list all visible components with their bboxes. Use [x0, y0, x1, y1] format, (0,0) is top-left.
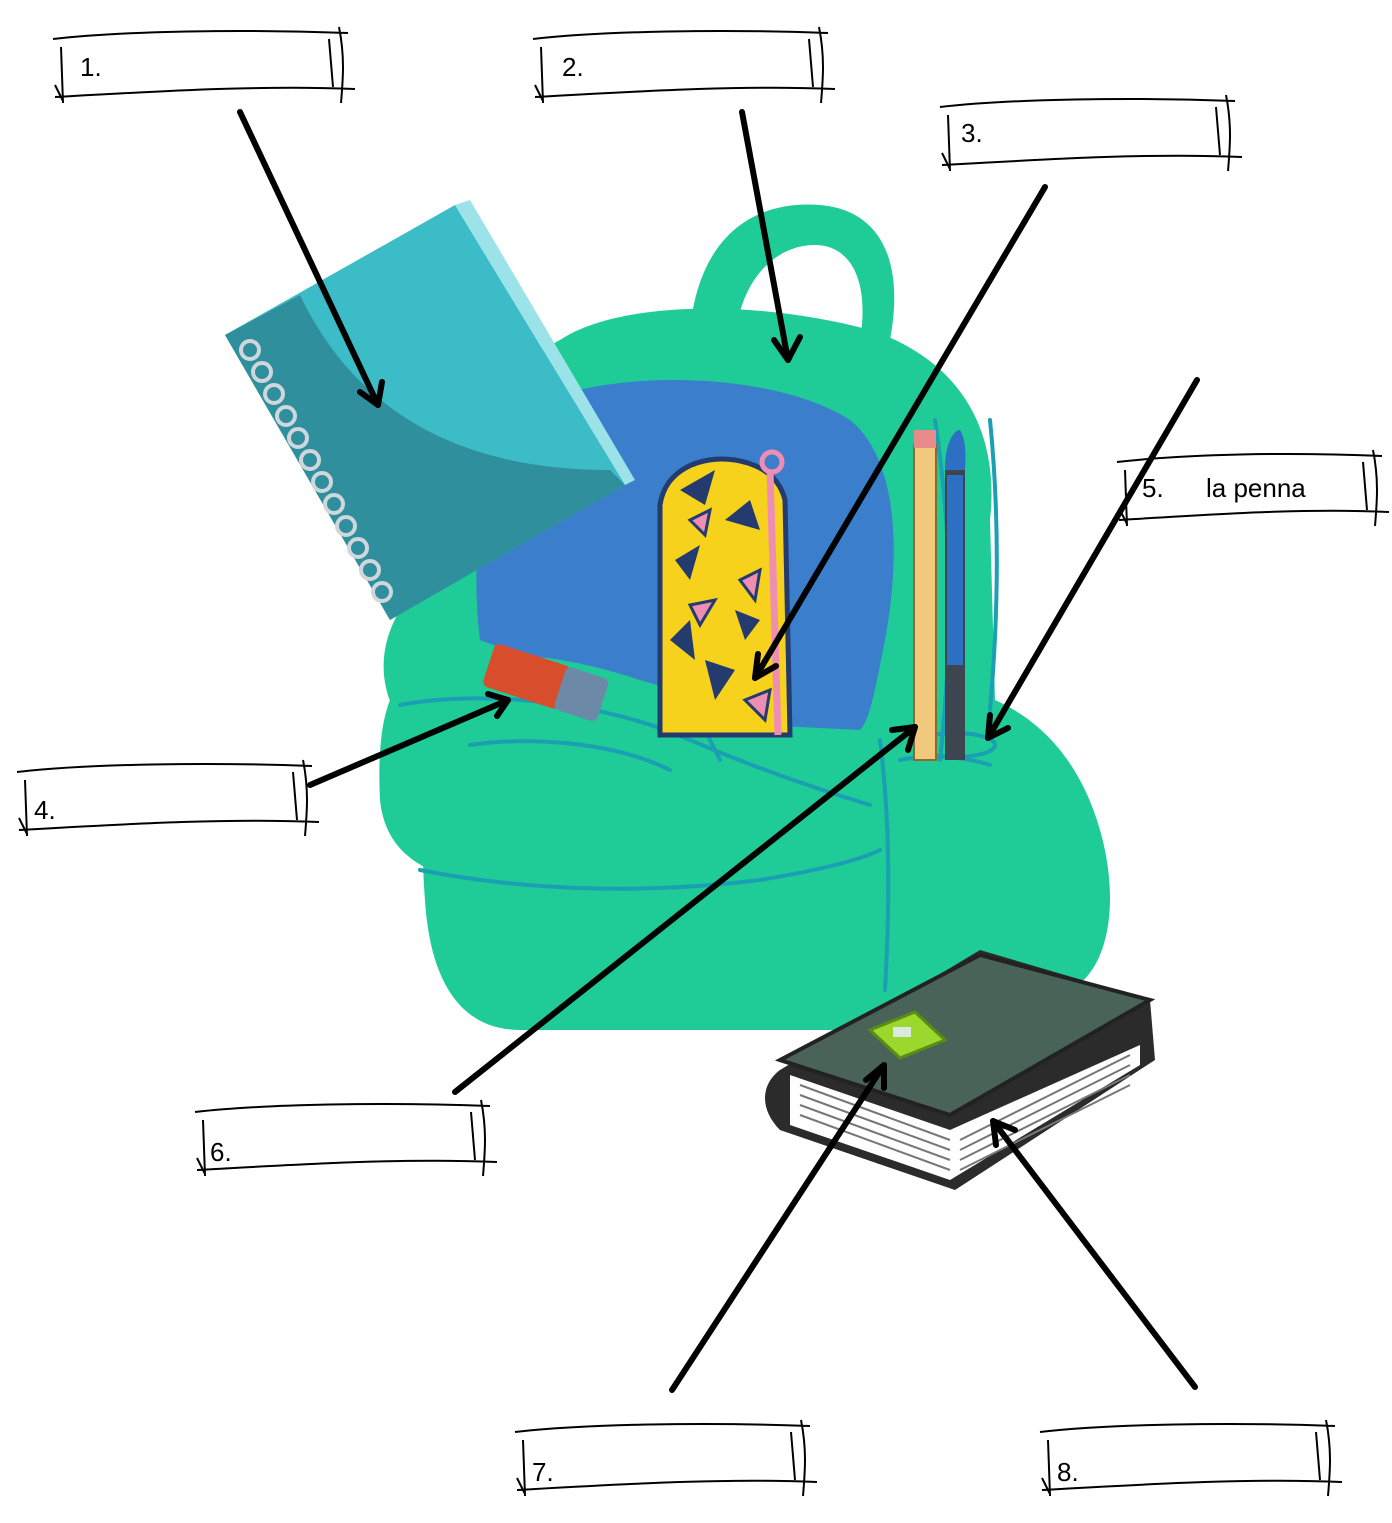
- box-outline: [185, 1090, 505, 1180]
- label-number: 1.: [80, 52, 102, 83]
- arrow-5: [988, 380, 1197, 738]
- pencil: [914, 430, 936, 760]
- arrow-8: [993, 1121, 1195, 1387]
- label-box-2[interactable]: 2.: [538, 32, 828, 102]
- label-number: 4.: [34, 795, 56, 826]
- label-box-3[interactable]: 3.: [945, 100, 1235, 170]
- label-box-8[interactable]: 8.: [1045, 1425, 1335, 1495]
- label-box-5[interactable]: 5. la penna: [1122, 455, 1382, 525]
- pencil-case: [660, 452, 790, 735]
- label-number: 7.: [532, 1457, 554, 1488]
- label-number: 3.: [961, 118, 983, 149]
- label-box-1[interactable]: 1.: [58, 32, 348, 102]
- label-box-6[interactable]: 6.: [200, 1105, 490, 1175]
- pen: [945, 430, 965, 760]
- label-number: 2.: [562, 52, 584, 83]
- label-box-4[interactable]: 4.: [22, 765, 312, 835]
- label-number: 5.: [1142, 473, 1164, 504]
- label-answer: la penna: [1206, 473, 1306, 504]
- label-box-7[interactable]: 7.: [520, 1425, 810, 1495]
- label-number: 6.: [210, 1137, 232, 1168]
- label-number: 8.: [1057, 1457, 1079, 1488]
